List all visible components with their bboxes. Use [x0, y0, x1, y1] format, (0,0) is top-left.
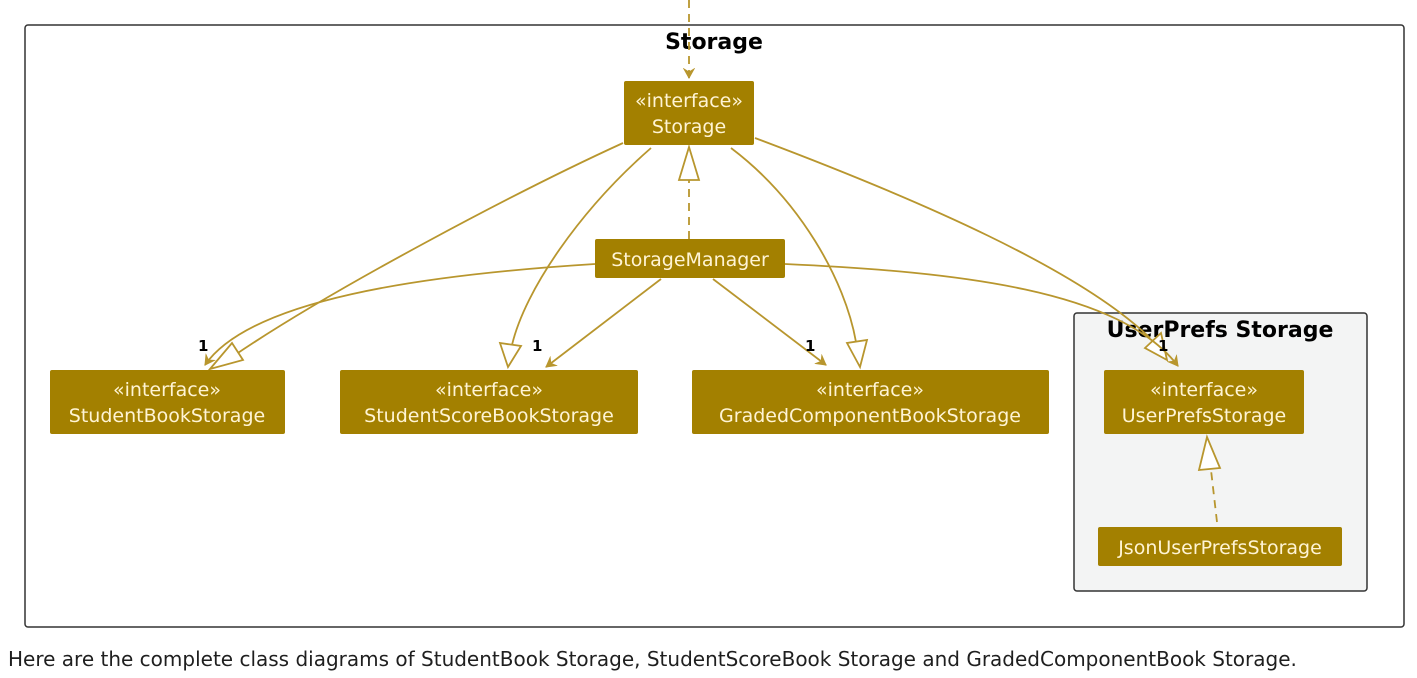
stereotype-label: «interface» [113, 379, 221, 401]
generalization-arrowhead [845, 338, 869, 370]
class-name: GradedComponentBookStorage [719, 405, 1021, 427]
storagemanager-studentscorebookstorage-association [546, 278, 662, 368]
stereotype-label: «interface» [435, 379, 543, 401]
storagemanager-userprefsstorage-association [784, 263, 1179, 366]
storage-extends-studentscorebookstorage-edge [511, 147, 652, 346]
class-name: StudentScoreBookStorage [364, 405, 614, 427]
class-name: JsonUserPrefsStorage [1117, 537, 1322, 559]
generalization-arrowhead [207, 341, 245, 371]
stereotype-label: «interface» [1150, 379, 1258, 401]
storage-class-diagram: Storage UserPrefs Storage 1 1 1 1 «inter… [24, 0, 1405, 628]
storagemanager-studentbookstorage-association [204, 263, 596, 365]
class-user-prefs-storage: «interface» UserPrefsStorage [1104, 370, 1304, 434]
multiplicity-studentbook: 1 [198, 337, 208, 355]
storage-extends-gradedcomponentbookstorage-edge [730, 147, 857, 343]
jsonuserprefsstorage-realizes-userprefsstorage-edge [1210, 469, 1218, 523]
stereotype-label: «interface» [635, 90, 743, 112]
class-storage-interface: «interface» Storage [624, 81, 754, 145]
class-name: StudentBookStorage [69, 405, 265, 427]
storagemanager-gradedcomponentbookstorage-association [712, 278, 826, 366]
storage-extends-studentbookstorage-edge [231, 142, 624, 358]
diagram-caption: Here are the complete class diagrams of … [8, 647, 1297, 671]
class-student-book-storage: «interface» StudentBookStorage [50, 370, 285, 434]
generalization-arrowhead [498, 341, 523, 370]
multiplicity-userprefs: 1 [1158, 337, 1168, 355]
class-name: UserPrefsStorage [1122, 405, 1286, 427]
storage-extends-userprefsstorage-edge [754, 137, 1151, 339]
class-name: StorageManager [611, 249, 769, 271]
realization-arrowhead [1197, 434, 1222, 472]
multiplicity-gradedcomponentbook: 1 [805, 337, 815, 355]
realization-arrowhead [677, 143, 701, 181]
class-graded-component-book-storage: «interface» GradedComponentBookStorage [692, 370, 1049, 434]
userprefs-storage-package-title: UserPrefs Storage [1107, 318, 1334, 343]
class-storage-manager: StorageManager [595, 239, 785, 278]
class-name: Storage [652, 116, 726, 138]
storage-package-title: Storage [665, 30, 763, 55]
multiplicity-studentscorebook: 1 [532, 337, 542, 355]
stereotype-label: «interface» [816, 379, 924, 401]
class-json-user-prefs-storage: JsonUserPrefsStorage [1098, 527, 1342, 566]
class-student-score-book-storage: «interface» StudentScoreBookStorage [340, 370, 638, 434]
storage-package [24, 24, 1405, 628]
